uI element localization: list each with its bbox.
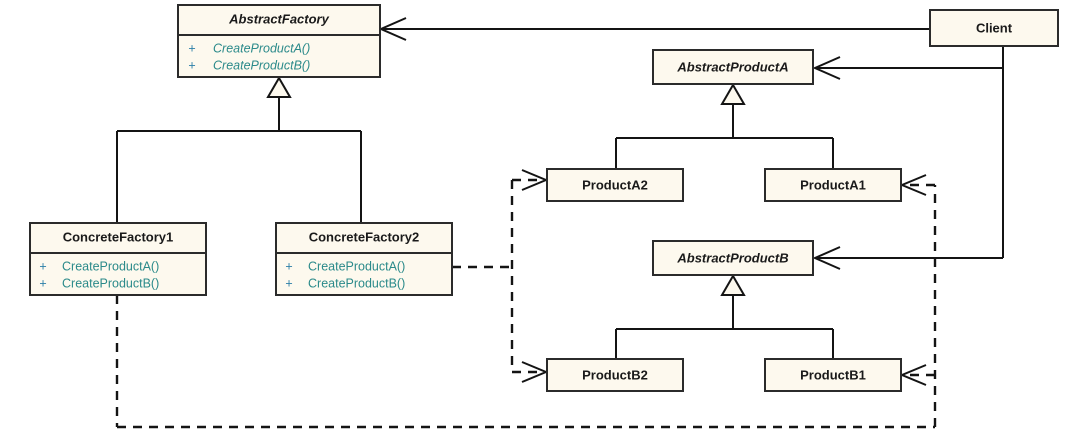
- class-box-product-a2[interactable]: ProductA2: [546, 168, 684, 202]
- method-visibility: +: [39, 259, 46, 273]
- class-title-product-b2: ProductB2: [582, 367, 648, 382]
- class-title-abstract-factory: AbstractFactory: [228, 11, 329, 26]
- edge-generalization-productb: [615, 274, 834, 359]
- method-signature: CreateProductA(): [213, 41, 310, 55]
- class-title-concrete-factory-2: ConcreteFactory2: [309, 229, 420, 244]
- class-title-product-b1: ProductB1: [800, 367, 866, 382]
- method-visibility: +: [188, 58, 195, 72]
- class-title-product-a1: ProductA1: [800, 177, 866, 192]
- class-box-concrete-factory-2[interactable]: ConcreteFactory2 + CreateProductA() + Cr…: [275, 222, 453, 296]
- method-visibility: +: [188, 41, 195, 55]
- edge-dependency-cf2-products: [452, 169, 549, 383]
- edge-client-to-abstractproductb: [812, 246, 1003, 270]
- class-box-abstract-product-b[interactable]: AbstractProductB: [652, 240, 814, 276]
- edge-client-to-abstractproducta: [812, 56, 1003, 80]
- class-box-product-a1[interactable]: ProductA1: [764, 168, 902, 202]
- edge-generalization-factories: [116, 76, 362, 223]
- class-title-client: Client: [976, 20, 1013, 35]
- class-box-abstract-factory[interactable]: AbstractFactory + CreateProductA() + Cre…: [177, 4, 381, 78]
- class-title-product-a2: ProductA2: [582, 177, 648, 192]
- class-title-abstract-product-a: AbstractProductA: [676, 59, 788, 74]
- method-visibility: +: [39, 276, 46, 290]
- method-signature: CreateProductA(): [62, 259, 159, 273]
- class-box-concrete-factory-1[interactable]: ConcreteFactory1 + CreateProductA() + Cr…: [29, 222, 207, 296]
- class-box-abstract-product-a[interactable]: AbstractProductA: [652, 49, 814, 85]
- method-signature: CreateProductB(): [62, 276, 159, 290]
- method-signature: CreateProductB(): [213, 58, 310, 72]
- class-title-abstract-product-b: AbstractProductB: [676, 250, 788, 265]
- class-box-client[interactable]: Client: [929, 9, 1059, 47]
- edge-generalization-producta: [615, 83, 834, 169]
- method-signature: CreateProductB(): [308, 276, 405, 290]
- edge-client-to-abstractfactory: [378, 17, 930, 41]
- class-box-product-b2[interactable]: ProductB2: [546, 358, 684, 392]
- class-box-product-b1[interactable]: ProductB1: [764, 358, 902, 392]
- method-signature: CreateProductA(): [308, 259, 405, 273]
- class-title-concrete-factory-1: ConcreteFactory1: [63, 229, 174, 244]
- method-visibility: +: [285, 259, 292, 273]
- method-visibility: +: [285, 276, 292, 290]
